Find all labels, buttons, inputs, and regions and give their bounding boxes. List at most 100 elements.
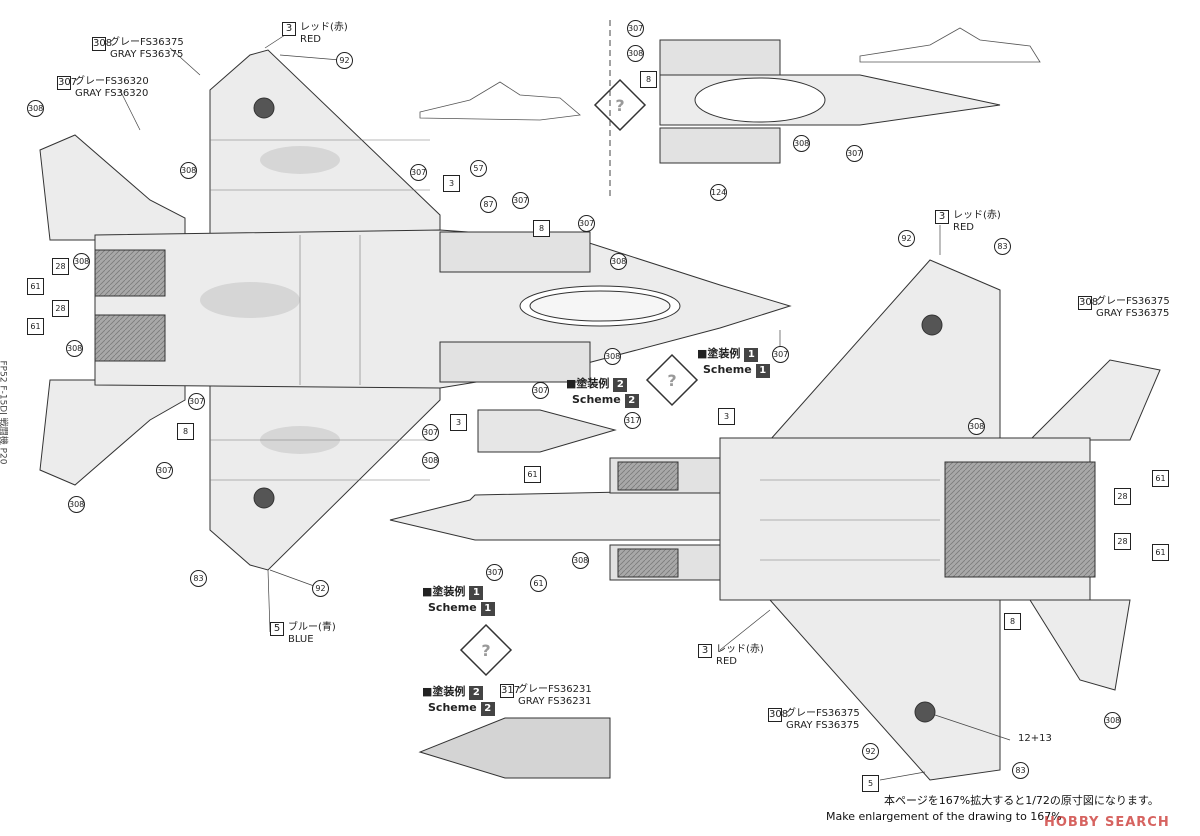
- callout-3: 3: [718, 408, 735, 425]
- callout-92: 92: [898, 230, 915, 247]
- callout-124: 124: [710, 184, 727, 201]
- callout-3: 3: [450, 414, 467, 431]
- callout-308: 308: [604, 348, 621, 365]
- svg-text:?: ?: [667, 371, 676, 390]
- callout-61: 61: [530, 575, 547, 592]
- callout-61: 61: [1152, 470, 1169, 487]
- roundel-lower: [253, 487, 275, 509]
- callout-28: 28: [1114, 488, 1131, 505]
- callout-92: 92: [862, 743, 879, 760]
- callout-5: 5: [862, 775, 879, 792]
- callout-308: 308: [180, 162, 197, 179]
- svg-text:?: ?: [615, 96, 624, 115]
- callout-61: 61: [1152, 544, 1169, 561]
- callout-317: 317: [624, 412, 641, 429]
- callout-3: 3: [443, 175, 460, 192]
- side-caption: FP52 F-15DJ 戦闘機 P20: [0, 360, 8, 465]
- footer-note-jp: 本ページを167%拡大すると1/72の原寸図になります。: [884, 794, 1159, 807]
- callout-308: 308: [627, 45, 644, 62]
- nose-detail-top: [659, 39, 1001, 164]
- canopy-inner: [529, 290, 671, 322]
- callout-308: 308: [968, 418, 985, 435]
- bottom-roundel-lower: [914, 701, 936, 723]
- callout-307: 307: [532, 382, 549, 399]
- callout-28: 28: [1114, 533, 1131, 550]
- leader-lines: [119, 34, 1011, 781]
- callout-308: 308: [66, 340, 83, 357]
- callout-308: 308: [1104, 712, 1121, 729]
- callout-307: 307: [486, 564, 503, 581]
- callout-307: 307: [846, 145, 863, 162]
- callout-308: 308: [27, 100, 44, 117]
- callout-83: 83: [994, 238, 1011, 255]
- svg-text:?: ?: [481, 641, 490, 660]
- callout-28: 28: [52, 300, 69, 317]
- callout-307: 307: [578, 215, 595, 232]
- bottom-exhaust-area: [944, 461, 1096, 578]
- callout-308: 308: [610, 253, 627, 270]
- callout-308: 308: [572, 552, 589, 569]
- callout-307: 307: [422, 424, 439, 441]
- callout-307: 307: [156, 462, 173, 479]
- nose-cone-scheme-2-top: [477, 409, 617, 453]
- callout-307: 307: [410, 164, 427, 181]
- upper-wing: [209, 49, 441, 236]
- callout-8: 8: [640, 71, 657, 88]
- forward-fuselage-underside: [389, 457, 731, 581]
- callout-83: 83: [190, 570, 207, 587]
- intake-lower: [439, 341, 591, 383]
- callout-12-13: 12+13: [1018, 733, 1052, 744]
- upper-stabilizer: [39, 134, 186, 241]
- callout-307: 307: [772, 346, 789, 363]
- callout-61: 61: [27, 318, 44, 335]
- bottom-lower-stabilizer: [1029, 599, 1131, 691]
- exhaust-lower: [94, 314, 166, 362]
- callout-308: 308: [73, 253, 90, 270]
- callout-307: 307: [512, 192, 529, 209]
- callout-92: 92: [312, 580, 329, 597]
- callout-307: 307: [188, 393, 205, 410]
- callout-8: 8: [177, 423, 194, 440]
- callout-83: 83: [1012, 762, 1029, 779]
- exhaust-upper: [94, 249, 166, 297]
- callout-8: 8: [533, 220, 550, 237]
- hobby-search-watermark: HOBBY SEARCH: [1044, 815, 1170, 830]
- callout-61: 61: [524, 466, 541, 483]
- bottom-lower-wing: [768, 599, 1001, 781]
- intake-upper: [439, 231, 591, 273]
- callout-308: 308: [68, 496, 85, 513]
- callout-307: 307: [627, 20, 644, 37]
- callout-87: 87: [480, 196, 497, 213]
- bottom-upper-wing: [768, 259, 1001, 441]
- footer-note-en: Make enlargement of the drawing to 167%: [826, 810, 1062, 823]
- roundel-upper: [253, 97, 275, 119]
- callout-92: 92: [336, 52, 353, 69]
- callout-28: 28: [52, 258, 69, 275]
- swap-icon-1: ?: [593, 78, 647, 132]
- callout-8: 8: [1004, 613, 1021, 630]
- callout-308: 308: [793, 135, 810, 152]
- bottom-roundel-upper: [921, 314, 943, 336]
- callout-61: 61: [27, 278, 44, 295]
- callout-57: 57: [470, 160, 487, 177]
- nose-cone-scheme-2-bottom: [418, 717, 611, 779]
- swap-icon-3: ?: [459, 623, 513, 677]
- lower-wing: [209, 384, 441, 571]
- bottom-upper-stabilizer: [1028, 359, 1161, 441]
- side-silhouettes: [419, 27, 1041, 121]
